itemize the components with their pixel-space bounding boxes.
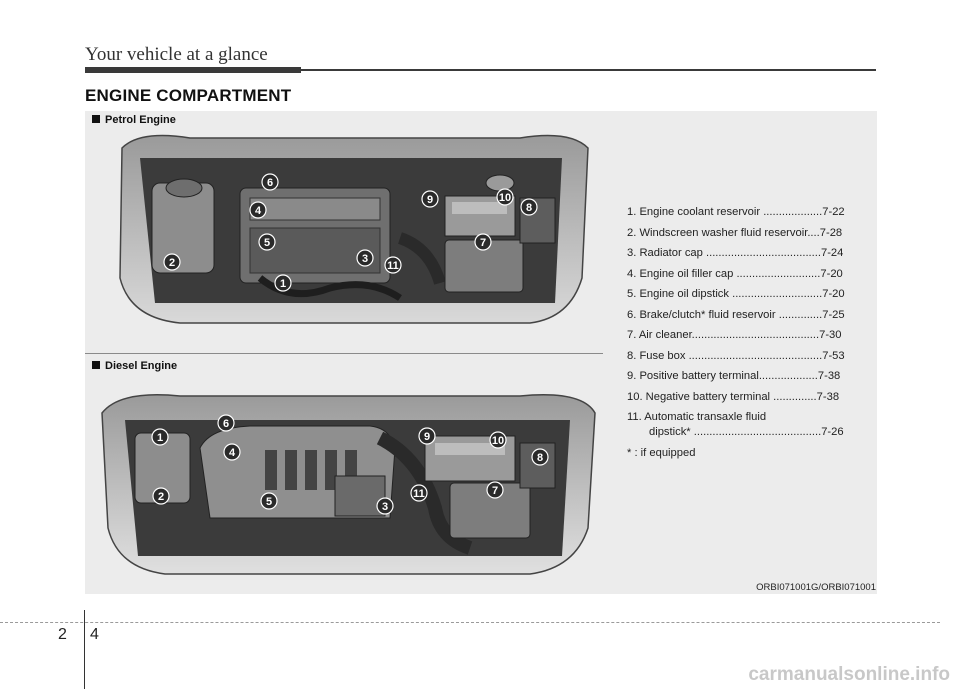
svg-text:10: 10: [499, 192, 511, 204]
callout-1: 1: [151, 428, 169, 446]
svg-text:10: 10: [492, 435, 504, 447]
svg-text:2: 2: [169, 257, 175, 269]
callout-8: 8: [520, 198, 538, 216]
legend-item-6: 6. Brake/clutch* fluid reservoir .......…: [627, 308, 845, 321]
component-legend: 1. Engine coolant reservoir ............…: [627, 202, 867, 463]
legend-item-8: 8. Fuse box ............................…: [627, 349, 845, 362]
legend-item-2: 2. Windscreen washer fluid reservoir....…: [627, 226, 843, 239]
callout-4: 4: [223, 443, 241, 461]
section-title: ENGINE COMPARTMENT: [85, 86, 292, 105]
panel-divider: [85, 353, 603, 354]
svg-text:9: 9: [424, 431, 430, 443]
svg-text:6: 6: [223, 418, 229, 430]
svg-text:4: 4: [255, 205, 262, 217]
footer-dashed-rule: [0, 622, 940, 623]
callout-10: 10: [489, 431, 507, 449]
bullet-square-icon: [92, 361, 100, 369]
svg-text:6: 6: [267, 177, 273, 189]
chapter-number: 2: [58, 626, 67, 643]
petrol-engine-label: Petrol Engine: [105, 114, 176, 126]
callout-2: 2: [152, 487, 170, 505]
svg-text:7: 7: [492, 485, 498, 497]
callout-9: 9: [421, 190, 439, 208]
svg-text:5: 5: [266, 496, 272, 508]
petrol-engine-illustration: 6 4 5 2 1 3 11 9 10 8 7: [119, 134, 589, 324]
diesel-engine-label: Diesel Engine: [105, 360, 178, 372]
callout-5: 5: [258, 233, 276, 251]
header-title: Your vehicle at a glance: [85, 44, 268, 65]
callout-5: 5: [260, 492, 278, 510]
svg-text:4: 4: [229, 447, 236, 459]
svg-text:3: 3: [362, 253, 368, 265]
svg-text:2: 2: [158, 491, 164, 503]
image-code: ORBI071001G/ORBI071001: [756, 582, 876, 593]
svg-text:1: 1: [280, 278, 286, 290]
svg-text:8: 8: [526, 202, 532, 214]
legend-item-7: 7. Air cleaner..........................…: [627, 329, 842, 341]
callout-11: 11: [384, 256, 402, 274]
callout-6: 6: [261, 173, 279, 191]
legend-item-4: 4. Engine oil filler cap ...............…: [627, 267, 843, 280]
svg-text:1: 1: [157, 432, 163, 444]
legend-item-11-line1: 11. Automatic transaxle fluid: [627, 411, 767, 423]
svg-text:3: 3: [382, 501, 388, 513]
callout-9: 9: [418, 427, 436, 445]
svg-text:7: 7: [480, 237, 486, 249]
diesel-engine-illustration: 1 6 4 2 5 3 11 9 10 8 7: [101, 394, 596, 575]
callout-6: 6: [217, 414, 235, 432]
callout-7: 7: [486, 481, 504, 499]
legend-item-11-line2: dipstick* ..............................…: [649, 426, 844, 438]
svg-text:8: 8: [537, 452, 543, 464]
callout-4: 4: [249, 201, 267, 219]
svg-text:9: 9: [427, 194, 433, 206]
petrol-engine-heading: Petrol Engine: [92, 114, 176, 126]
callout-2: 2: [163, 253, 181, 271]
callout-11: 11: [410, 484, 428, 502]
legend-footnote: * : if equipped: [627, 447, 696, 459]
legend-item-10: 10. Negative battery terminal ..........…: [627, 390, 840, 403]
legend-item-5: 5. Engine oil dipstick .................…: [627, 288, 845, 300]
callout-1: 1: [274, 274, 292, 292]
svg-text:5: 5: [264, 237, 270, 249]
header-bar: [85, 67, 301, 73]
callout-3: 3: [356, 249, 374, 267]
callout-7: 7: [474, 233, 492, 251]
callout-8: 8: [531, 448, 549, 466]
footer-vertical-rule: [84, 610, 85, 689]
diesel-engine-heading: Diesel Engine: [92, 360, 177, 372]
svg-text:11: 11: [413, 488, 425, 500]
legend-item-1: 1. Engine coolant reservoir ............…: [627, 206, 845, 218]
legend-item-11: 11. Automatic transaxle fluid dipstick* …: [627, 407, 867, 443]
watermark: carmanualsonline.info: [748, 664, 950, 685]
svg-text:11: 11: [387, 260, 399, 272]
callout-3: 3: [376, 497, 394, 515]
bullet-square-icon: [92, 115, 100, 123]
header-rule: [301, 69, 876, 71]
page-number: 4: [90, 626, 99, 643]
legend-item-3: 3. Radiator cap ........................…: [627, 247, 844, 259]
callout-10: 10: [496, 188, 514, 206]
legend-item-9: 9. Positive battery terminal............…: [627, 370, 841, 382]
